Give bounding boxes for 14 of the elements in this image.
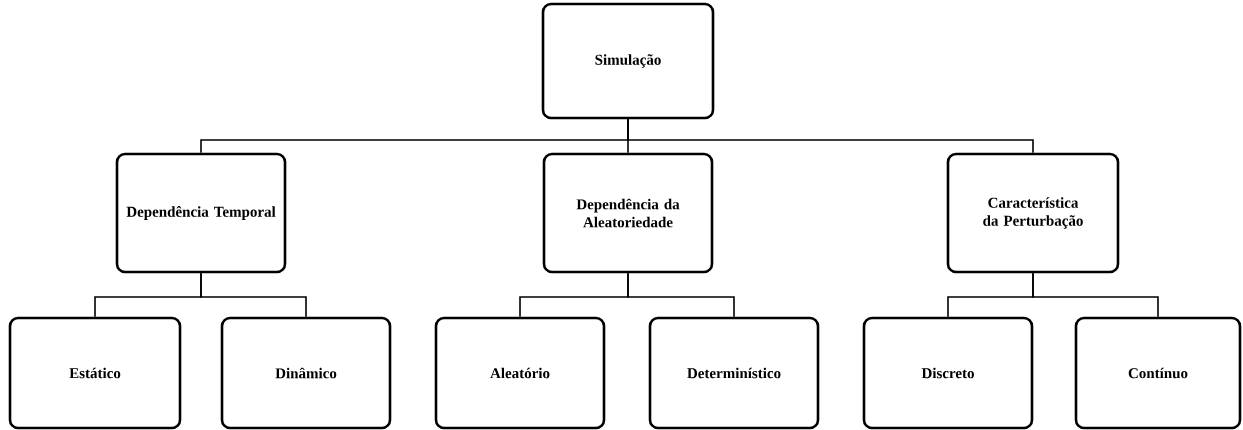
- category-box: Aleatório: [434, 316, 606, 430]
- category-box: Dinâmico: [220, 316, 392, 430]
- category-box: Dependência Temporal: [115, 152, 287, 274]
- category-box: Dependência da Aleatoriedade: [542, 152, 714, 274]
- category-box: Determinístico: [648, 316, 820, 430]
- category-box: Contínuo: [1074, 316, 1242, 430]
- category-box: Simulação: [541, 2, 715, 120]
- category-box: Característica da Perturbação: [946, 152, 1120, 274]
- connector-line: [1032, 272, 1159, 318]
- connector-line: [627, 118, 1034, 154]
- connector-line: [200, 272, 307, 318]
- category-box: Discreto: [862, 316, 1034, 430]
- category-box: Estático: [8, 316, 182, 430]
- connector-line: [627, 272, 735, 318]
